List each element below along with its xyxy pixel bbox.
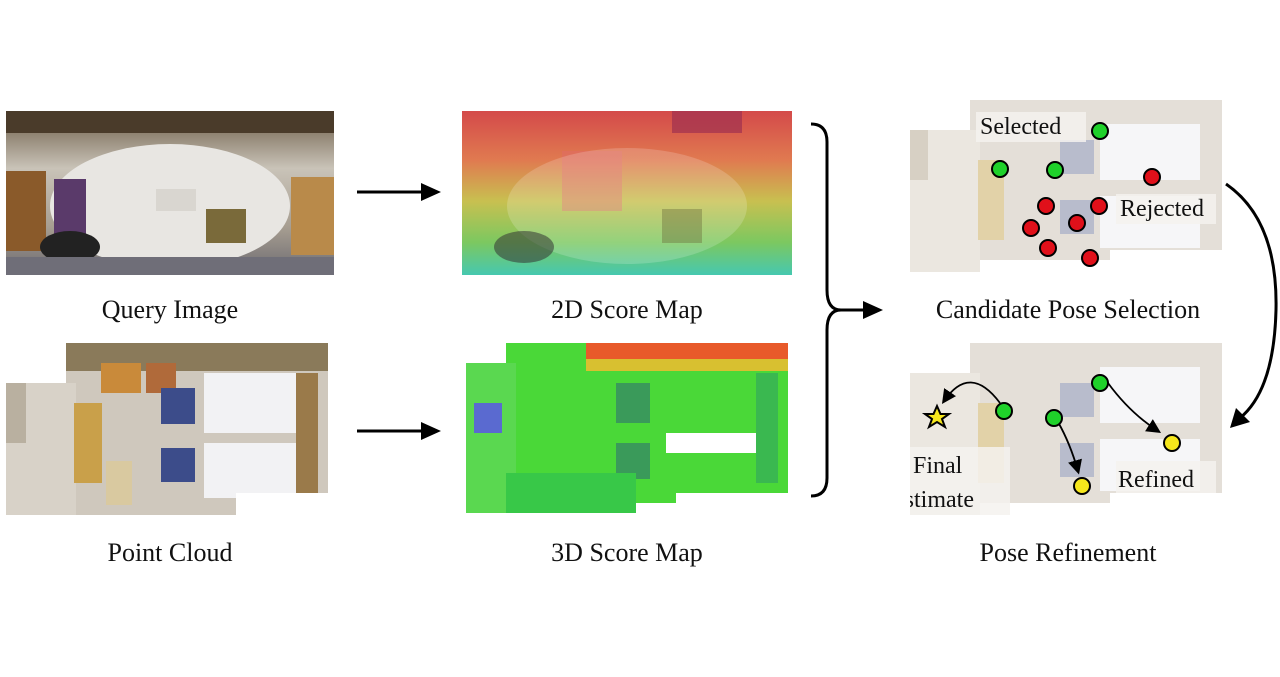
point-cloud bbox=[6, 343, 328, 515]
refined-pose-marker bbox=[1163, 434, 1181, 452]
selected-label: Selected bbox=[980, 114, 1061, 140]
final-estimate-star bbox=[921, 403, 953, 430]
refined-label: Refined bbox=[1118, 467, 1194, 493]
rejected-pose-marker bbox=[1143, 168, 1161, 186]
arrow-cloud-to-3d bbox=[357, 422, 441, 440]
point-cloud-caption: Point Cloud bbox=[107, 538, 233, 567]
arrow-selection-to-refinement bbox=[1225, 182, 1278, 428]
rejected-label: Rejected bbox=[1120, 196, 1204, 222]
estimate-label: Estimate bbox=[910, 487, 974, 513]
rejected-pose-marker bbox=[1090, 197, 1108, 215]
candidate-pose-selection-caption: Candidate Pose Selection bbox=[935, 295, 1201, 324]
candidate-pose-selection: Selected Rejected bbox=[910, 100, 1222, 272]
rejected-pose-marker bbox=[1022, 219, 1040, 237]
rejected-pose-marker bbox=[1068, 214, 1086, 232]
pose-refinement: Final Estimate Refined bbox=[910, 343, 1222, 515]
rejected-pose-marker bbox=[1037, 197, 1055, 215]
refined-pose-marker bbox=[1073, 477, 1091, 495]
query-image-caption: Query Image bbox=[101, 295, 239, 324]
selected-pose-marker bbox=[1091, 122, 1109, 140]
score-map-2d-caption: 2D Score Map bbox=[551, 295, 703, 324]
query-image bbox=[6, 111, 334, 275]
selected-pose-marker bbox=[1091, 374, 1109, 392]
score-map-3d-caption: 3D Score Map bbox=[551, 538, 703, 567]
score-map-3d bbox=[466, 343, 788, 515]
final-label: Final bbox=[913, 453, 963, 479]
score-map-2d bbox=[462, 111, 792, 275]
merge-brace bbox=[810, 122, 883, 498]
selected-pose-marker bbox=[991, 160, 1009, 178]
rejected-pose-marker bbox=[1081, 249, 1099, 267]
rejected-pose-marker bbox=[1039, 239, 1057, 257]
pose-refinement-caption: Pose Refinement bbox=[979, 538, 1157, 567]
selected-pose-marker bbox=[995, 402, 1013, 420]
arrow-query-to-2d bbox=[357, 183, 441, 201]
selected-pose-marker bbox=[1046, 161, 1064, 179]
selected-pose-marker bbox=[1045, 409, 1063, 427]
